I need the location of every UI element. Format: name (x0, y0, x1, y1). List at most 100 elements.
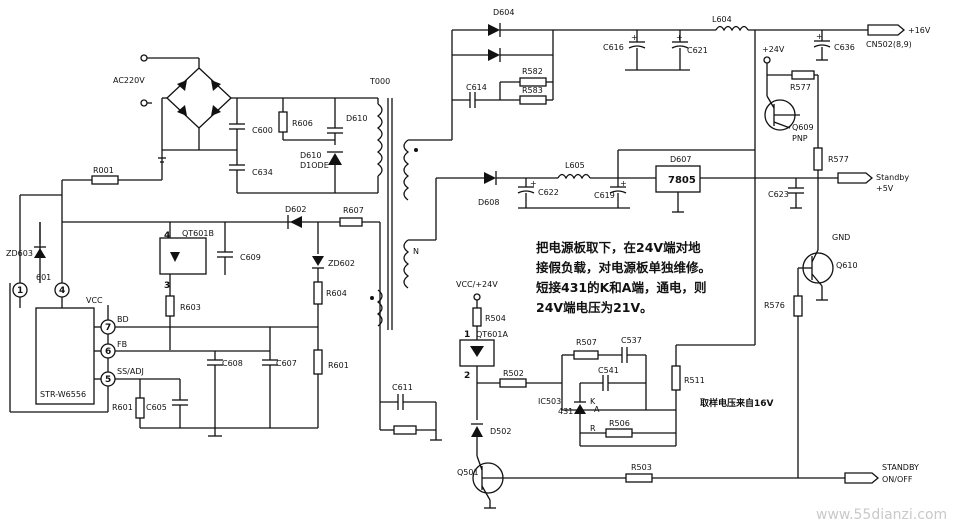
bd-label: BD (117, 315, 129, 324)
d602-label: D602 (285, 205, 306, 214)
c634-label: C634 (252, 168, 273, 177)
standby-top-label: Standby (876, 173, 909, 182)
c537-label: C537 (621, 336, 642, 345)
q501-label: Q501 (457, 468, 479, 477)
c616-plus: + (631, 33, 638, 42)
d610-sub-label: D1ODE (300, 161, 329, 170)
d604-label: D604 (493, 8, 514, 17)
r511-label: R511 (684, 376, 705, 385)
r604-label: R604 (326, 289, 347, 298)
pin1-label: 1 (17, 286, 23, 296)
standby-5v: D608 + C622 L605 + C619 7805 D607 C623 S… (408, 149, 909, 241)
pin7-label: 7 (105, 323, 111, 333)
c622-label: C622 (538, 188, 559, 197)
r582-label: R582 (522, 67, 543, 76)
vcc-label: VCC (86, 296, 103, 305)
r601b-label: R601 (328, 361, 349, 370)
d610-cap-label: D610 (346, 114, 367, 123)
pin5-label: 5 (105, 375, 111, 385)
c616-label: C616 (603, 43, 624, 52)
r603-label: R603 (180, 303, 201, 312)
r577a-label: R577 (790, 83, 811, 92)
pnp-label: PNP (792, 134, 808, 143)
r506-label: R506 (609, 419, 630, 428)
l604-label: L604 (712, 15, 732, 24)
c541-label: C541 (598, 366, 619, 375)
pin6-label: 6 (105, 347, 111, 357)
c600-label: C600 (252, 126, 273, 135)
ac-label: AC220V (113, 76, 145, 85)
c609-label: C609 (240, 253, 261, 262)
qt601a-label: QT601A (476, 330, 508, 339)
ic601-label: 601 (36, 273, 51, 282)
q610-switch: GND Q610 R576 (764, 233, 858, 478)
sample-note: 取样电压来自16V (700, 397, 774, 409)
r601a-label: R601 (112, 403, 133, 412)
zd603-label: ZD603 (6, 249, 33, 258)
ac-input: AC220V (113, 54, 200, 107)
feedback-section: VCC/+24V R504 QT601A 1 2 R502 R507 C537 … (456, 280, 919, 509)
c619-label: C619 (594, 191, 615, 200)
pin4-label: 4 (59, 286, 65, 296)
r577b-label: R577 (828, 155, 849, 164)
ic601: STR-W6556 601 1 4 VCC 7 6 5 BD FB SS/ADJ… (9, 273, 318, 437)
d502-label: D502 (490, 427, 511, 436)
r001-label: R001 (93, 166, 114, 175)
standby-bot-label: STANDBY (882, 463, 919, 472)
r503-label: R503 (631, 463, 652, 472)
c619-plus: + (620, 179, 627, 188)
note-line3: 短接431的K和A端，通电，则 (536, 280, 706, 295)
cn502-label: CN502(8,9) (866, 40, 912, 49)
c614-label: C614 (466, 83, 487, 92)
tap-mark: N (413, 247, 419, 256)
c623-label: C623 (768, 190, 789, 199)
optopin1-label: 1 (464, 330, 470, 340)
c611-label: C611 (392, 383, 413, 392)
q609-label: Q609 (792, 123, 814, 132)
bridge-rectifier (158, 67, 378, 180)
d610-label: D610 (300, 151, 321, 160)
ic431-label: 431 (558, 407, 573, 416)
d607-label: D607 (670, 155, 691, 164)
c607-label: C607 (276, 359, 297, 368)
zd602-label: ZD602 (328, 259, 355, 268)
transformer: T000 N (369, 77, 419, 330)
note-line4: 24V端电压为21V。 (536, 300, 653, 315)
watermark: www.55dianzi.com (816, 507, 947, 523)
r606-label: R606 (292, 119, 313, 128)
optopin4-label: 4 (164, 231, 170, 241)
l605-label: L605 (565, 161, 585, 170)
onoff-label: ON/OFF (882, 475, 913, 484)
qt601b-label: QT601B (182, 229, 214, 238)
fb-label: FB (117, 340, 127, 349)
standby-top-5v: +5V (876, 184, 894, 193)
c621-label: C621 (687, 46, 708, 55)
ssadj-label: SS/ADJ (117, 367, 144, 376)
repair-note: 把电源板取下，在24V端对地 接假负载，对电源板单独维修。 短接431的K和A端… (536, 240, 711, 315)
r504-label: R504 (485, 314, 506, 323)
d608-label: D608 (478, 198, 499, 207)
pin-r-label: R (590, 424, 596, 433)
r502-label: R502 (503, 369, 524, 378)
gnd-label: GND (832, 233, 850, 242)
reg-label: 7805 (668, 175, 696, 186)
r507-label: R507 (576, 338, 597, 347)
secondary-24v: D604 C614 R582 R583 + C616 + C621 L604 +… (408, 8, 931, 346)
note-line1: 把电源板取下，在24V端对地 (536, 240, 701, 255)
optopin3-label: 3 (164, 281, 170, 291)
c621-plus: + (676, 33, 683, 42)
vcc24-label: VCC/+24V (456, 280, 498, 289)
plus24-label: +24V (762, 45, 785, 54)
ic503-label: IC503 (538, 397, 561, 406)
optopin2-label: 2 (464, 371, 470, 381)
q610-label: Q610 (836, 261, 858, 270)
note-line2: 接假负载，对电源板单独维修。 (536, 260, 711, 275)
c622-plus: + (530, 179, 537, 188)
r576-label: R576 (764, 301, 785, 310)
q609-switch: +24V R577 Q609 PNP R577 (762, 45, 849, 250)
r583-label: R583 (522, 86, 543, 95)
plus16-label: +16V (908, 26, 931, 35)
r607-label: R607 (343, 206, 364, 215)
c636-label: C636 (834, 43, 855, 52)
